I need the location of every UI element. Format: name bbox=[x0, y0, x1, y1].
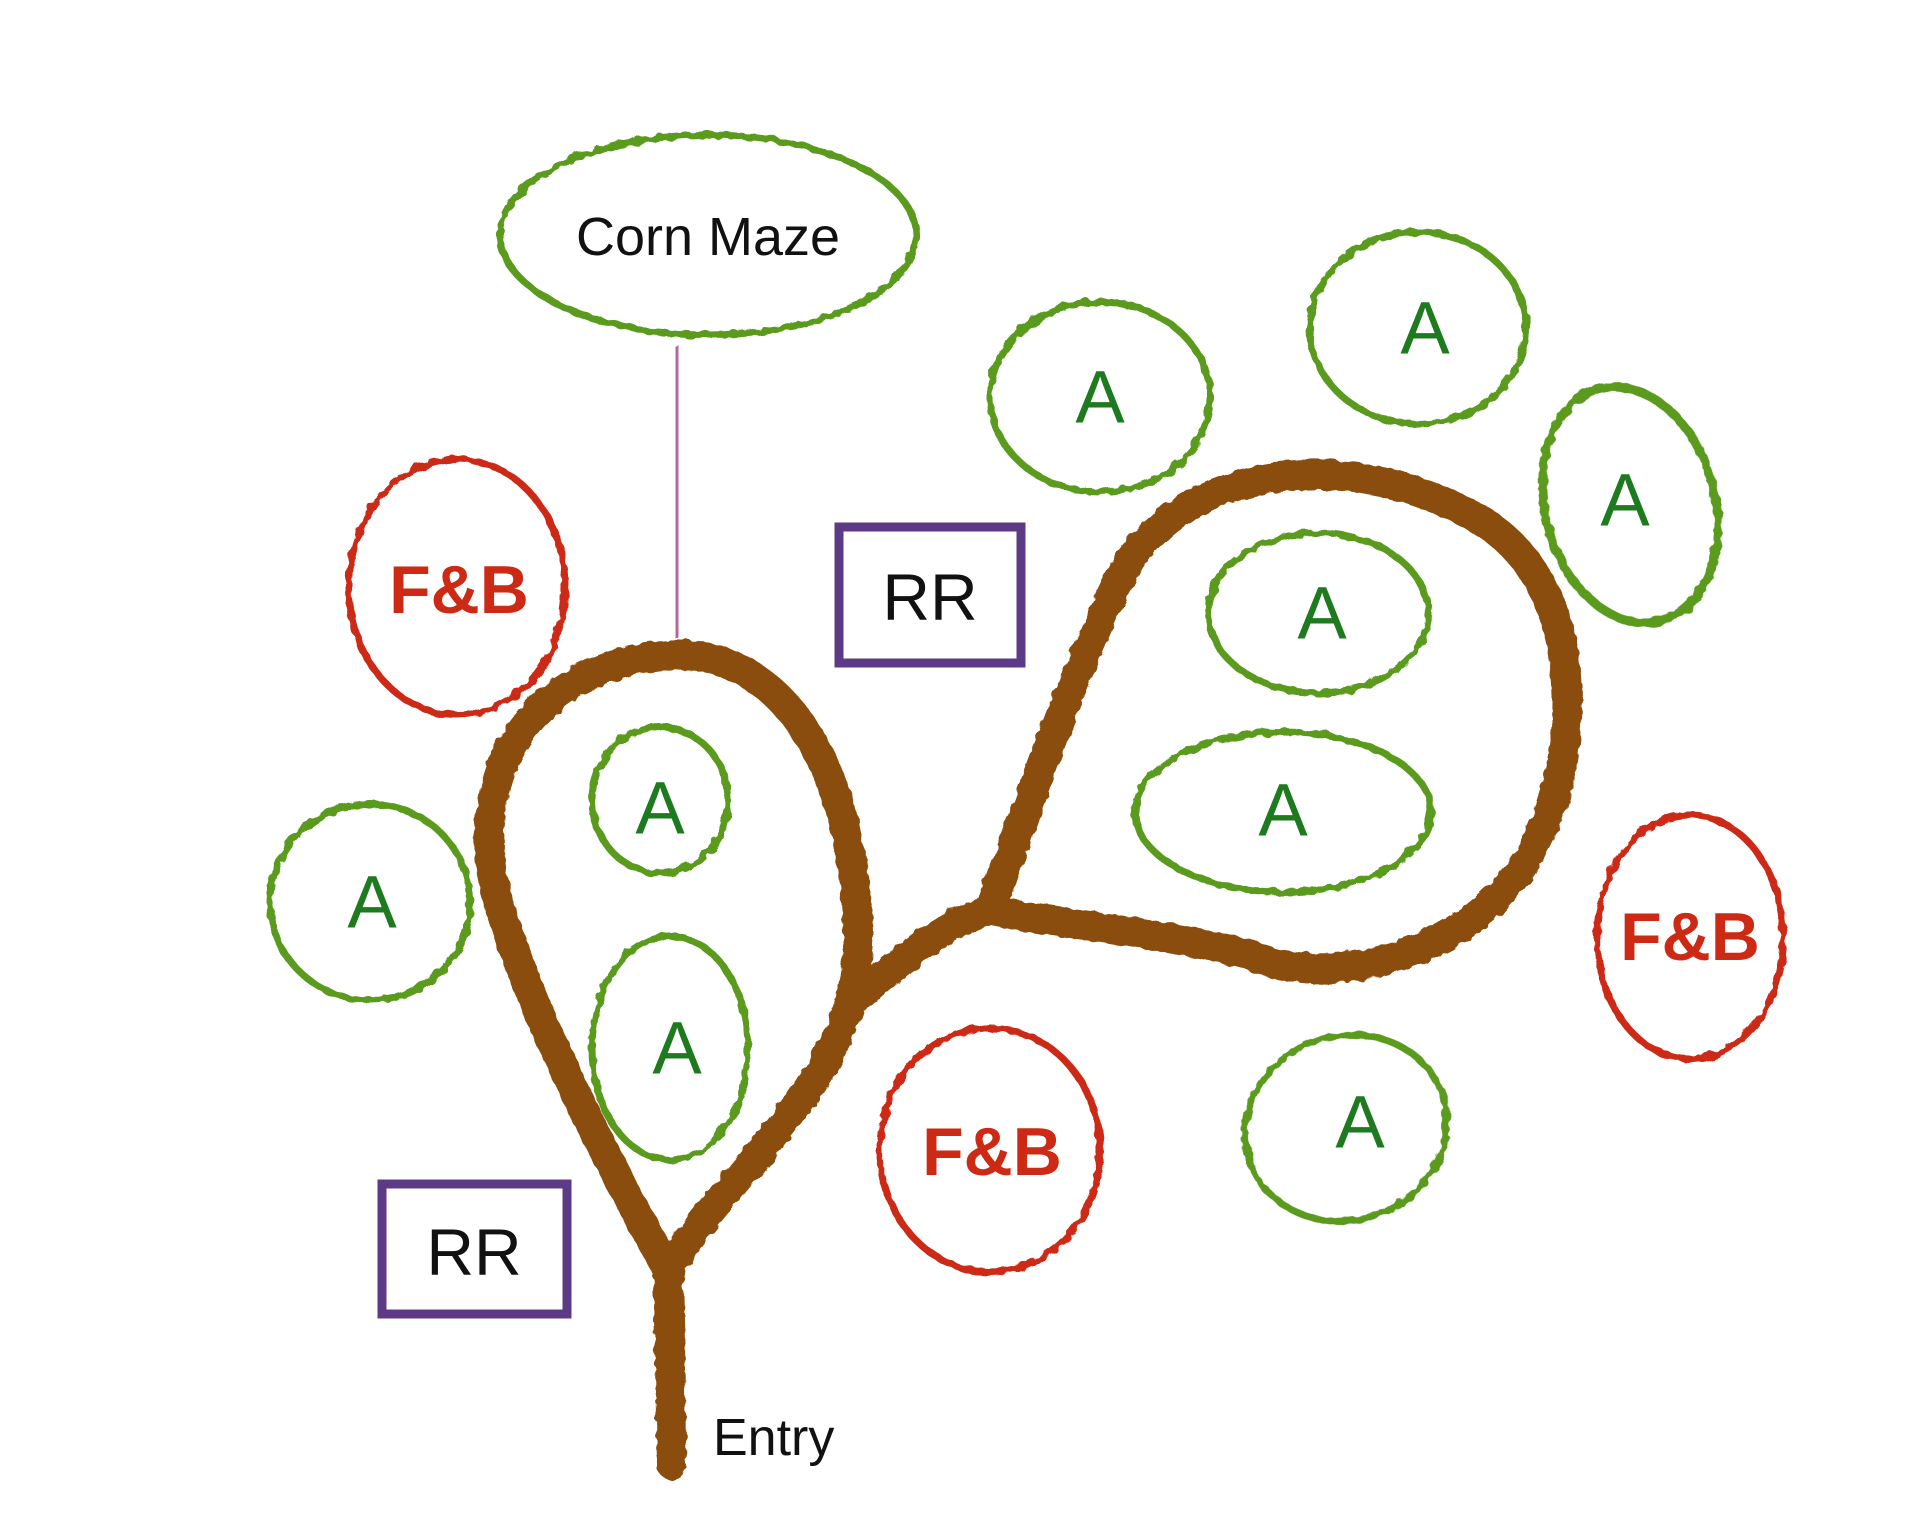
corn-maze-connector bbox=[666, 344, 688, 639]
attraction-ellipse bbox=[1131, 728, 1435, 896]
attraction: A bbox=[588, 932, 752, 1164]
attraction: A bbox=[1131, 728, 1435, 896]
path-right-loop bbox=[975, 459, 1583, 984]
food-beverage-label: F&B bbox=[389, 552, 529, 628]
restroom-box bbox=[834, 522, 1026, 668]
attraction-label: A bbox=[1400, 287, 1450, 370]
corn-maze-ellipse bbox=[496, 131, 920, 339]
attraction-ellipse bbox=[588, 932, 752, 1164]
attraction-ellipse bbox=[588, 723, 732, 877]
food-beverage: F&B bbox=[876, 1024, 1104, 1276]
entry-label: Entry bbox=[713, 1409, 834, 1467]
restroom-label: RR bbox=[426, 1215, 521, 1289]
attraction-label: A bbox=[1297, 572, 1347, 655]
restroom-label: RR bbox=[882, 560, 977, 634]
path-left-loop bbox=[474, 639, 874, 1285]
attraction-ellipse bbox=[1204, 529, 1432, 697]
food-beverage-label: F&B bbox=[1620, 899, 1760, 975]
food-beverage: F&B bbox=[1593, 811, 1787, 1063]
corn-maze: Corn Maze bbox=[496, 131, 920, 339]
attraction-label: A bbox=[635, 767, 685, 850]
restroom: RR bbox=[377, 1179, 572, 1319]
restroom-box bbox=[377, 1179, 572, 1319]
food-beverage-ellipse bbox=[876, 1024, 1104, 1276]
attraction: A bbox=[266, 800, 474, 1004]
attraction: A bbox=[986, 298, 1214, 496]
food-beverage-ellipse bbox=[345, 455, 569, 719]
attraction-ellipse bbox=[1537, 382, 1723, 628]
food-beverage-label: F&B bbox=[922, 1114, 1062, 1190]
path-connector bbox=[847, 895, 1005, 1010]
attraction: A bbox=[1537, 382, 1723, 628]
attraction: A bbox=[1306, 228, 1530, 428]
attraction-label: A bbox=[1335, 1081, 1385, 1164]
attraction-label: A bbox=[347, 861, 397, 944]
path-entry-stem bbox=[653, 1255, 687, 1480]
food-beverage: F&B bbox=[345, 455, 569, 719]
attraction-label: A bbox=[1600, 459, 1650, 542]
walking-path bbox=[474, 459, 1583, 1480]
restroom: RR bbox=[834, 522, 1026, 668]
attraction-label: A bbox=[1258, 769, 1308, 852]
food-beverage-ellipse bbox=[1593, 811, 1787, 1063]
attraction: A bbox=[1241, 1031, 1451, 1225]
attraction: A bbox=[588, 723, 732, 877]
attraction-label: A bbox=[652, 1007, 702, 1090]
attraction-label: A bbox=[1075, 356, 1125, 439]
attraction-ellipse bbox=[986, 298, 1214, 496]
attraction: A bbox=[1204, 529, 1432, 697]
attraction-ellipse bbox=[1241, 1031, 1451, 1225]
attraction-ellipse bbox=[1306, 228, 1530, 428]
attraction-ellipse bbox=[266, 800, 474, 1004]
corn-maze-label: Corn Maze bbox=[576, 207, 840, 267]
